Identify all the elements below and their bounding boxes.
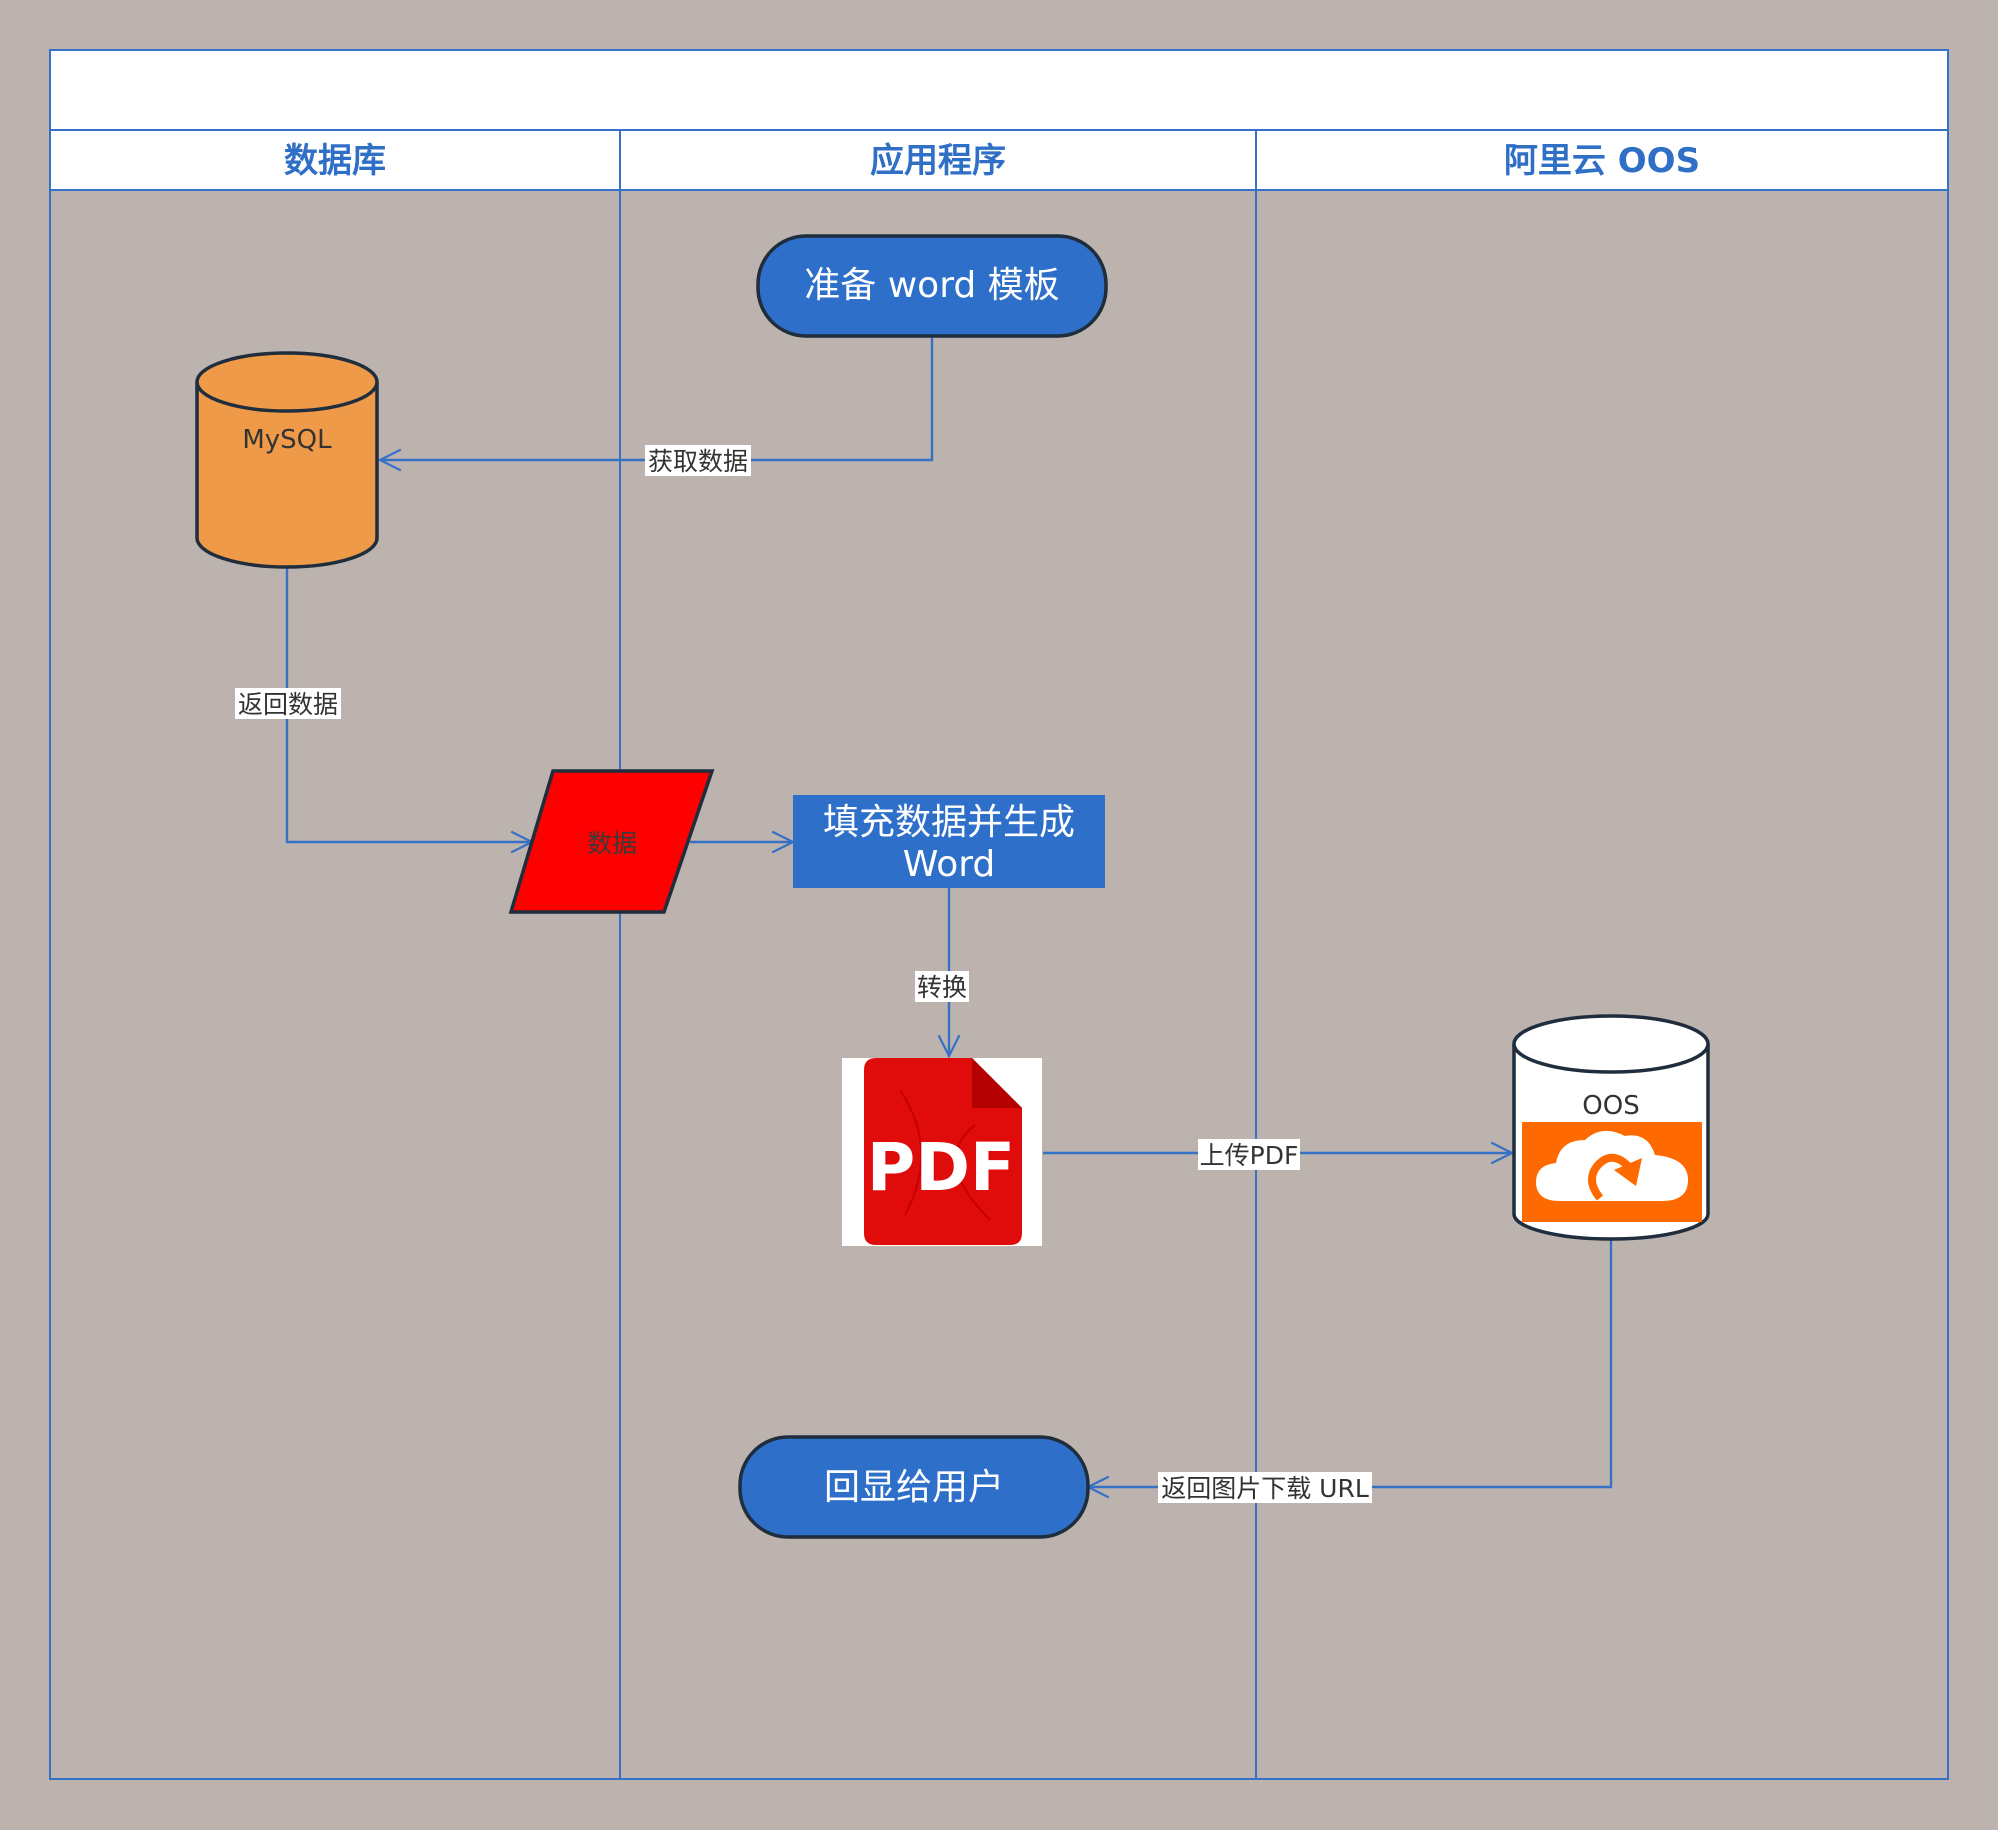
label-background bbox=[235, 688, 341, 719]
edge-label-text: 获取数据 bbox=[648, 447, 748, 476]
edge-label-upload-pdf: 上传PDF bbox=[1198, 1139, 1300, 1170]
upload-arrow-head bbox=[1614, 1158, 1642, 1186]
edge-label-return-data: 返回数据 bbox=[235, 688, 341, 719]
database-cylinder-shape bbox=[195, 382, 379, 569]
node-label: OOS bbox=[1582, 1091, 1639, 1121]
edge-return-data bbox=[285, 568, 535, 854]
edge-label-get-data: 获取数据 bbox=[645, 445, 751, 476]
database-cylinder-top bbox=[1512, 1014, 1710, 1074]
cloud-upload-icon bbox=[1522, 1122, 1702, 1222]
cloud-shape bbox=[1536, 1130, 1688, 1201]
pool-title-bar bbox=[49, 49, 1949, 131]
terminator-shape bbox=[738, 1435, 1090, 1539]
node-fill-word[interactable]: 填充数据并生成 Word bbox=[793, 795, 1105, 888]
pdf-watermark bbox=[899, 1089, 991, 1221]
edge-label-text: 上传PDF bbox=[1200, 1141, 1299, 1170]
lane-header-row bbox=[49, 129, 1949, 191]
label-background bbox=[1198, 1139, 1300, 1170]
edge-label-convert: 转换 bbox=[915, 971, 969, 1002]
upload-arrow-curve bbox=[1588, 1153, 1631, 1201]
process-shape bbox=[793, 795, 1105, 888]
node-pdf[interactable]: PDF bbox=[842, 1058, 1042, 1246]
edge-label-text: 返回图片下载 URL bbox=[1161, 1474, 1369, 1503]
pdf-file-icon: PDF bbox=[864, 1058, 1022, 1245]
edge-return-url bbox=[1085, 1240, 1613, 1499]
lane-title-aliyun-oos: 阿里云 OOS bbox=[1504, 141, 1700, 181]
node-label-line1: 填充数据并生成 bbox=[823, 802, 1075, 843]
node-show-user[interactable]: 回显给用户 bbox=[738, 1435, 1090, 1539]
node-data[interactable]: 数据 bbox=[508, 769, 715, 914]
lane-title-database: 数据库 bbox=[284, 141, 386, 181]
label-background bbox=[915, 971, 969, 1002]
edge-label-return-url: 返回图片下载 URL bbox=[1158, 1472, 1372, 1503]
node-label-line2: Word bbox=[903, 844, 996, 885]
node-label: 回显给用户 bbox=[824, 1467, 1004, 1508]
label-background bbox=[1158, 1472, 1372, 1503]
node-prepare-template[interactable]: 准备 word 模板 bbox=[756, 234, 1108, 338]
pdf-label: PDF bbox=[867, 1129, 1015, 1206]
database-cylinder-top bbox=[195, 351, 379, 413]
node-label: 数据 bbox=[587, 829, 637, 858]
edge-get-data bbox=[377, 336, 934, 472]
lane-title-application: 应用程序 bbox=[870, 141, 1006, 181]
parallelogram-shape bbox=[508, 769, 715, 914]
edge-label-text: 返回数据 bbox=[238, 690, 338, 719]
terminator-shape bbox=[756, 234, 1108, 338]
swimlane-pool bbox=[49, 49, 1949, 1780]
edge-label-text: 转换 bbox=[917, 973, 967, 1002]
node-label: 准备 word 模板 bbox=[804, 265, 1059, 306]
pdf-page-corner bbox=[972, 1058, 1022, 1108]
node-label: MySQL bbox=[242, 425, 332, 455]
label-background bbox=[645, 445, 751, 476]
node-mysql[interactable]: MySQL bbox=[195, 351, 379, 569]
node-oos[interactable]: OOS bbox=[1512, 1014, 1710, 1241]
